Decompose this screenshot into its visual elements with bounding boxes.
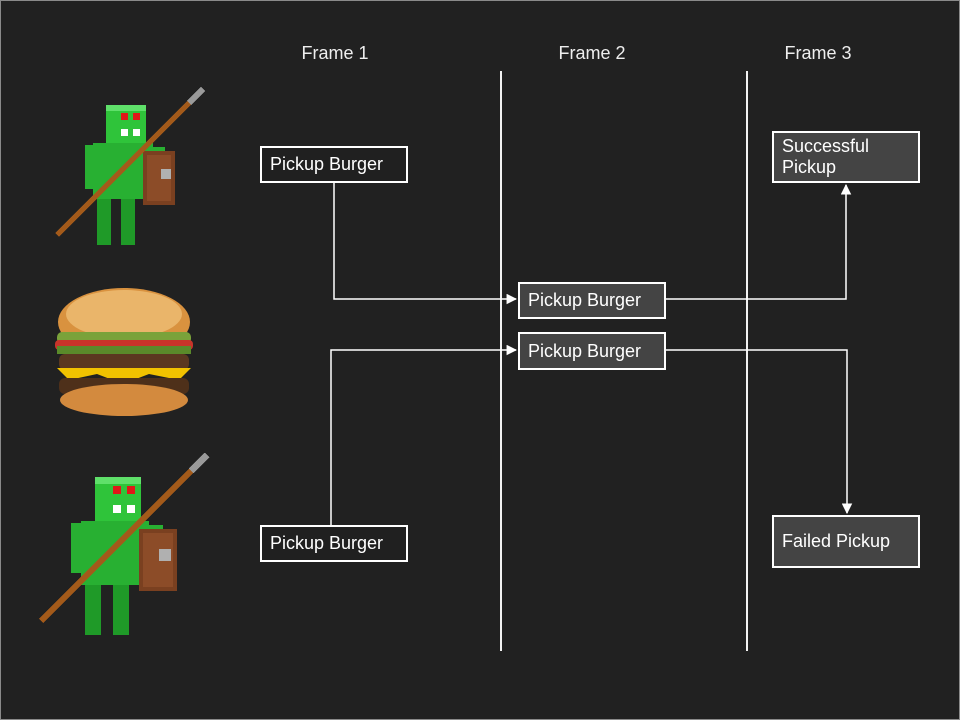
orc-spearman-icon [55, 86, 206, 245]
arrow-frame1-bottom-to-frame2-bottom [330, 344, 518, 525]
box-label: Failed Pickup [782, 531, 891, 551]
box-label: Pickup Burger [528, 290, 642, 310]
frame2-pickup-burger-box-bottom: Pickup Burger [518, 332, 666, 370]
frame2-pickup-burger-box-top: Pickup Burger [518, 282, 666, 319]
arrow-frame2-top-to-success [666, 183, 852, 300]
frame-2-label: Frame 2 [558, 43, 626, 63]
arrow-frame2-bottom-to-fail [666, 349, 853, 515]
orc-spearman-icon [38, 453, 210, 635]
burger-icon [55, 288, 193, 416]
box-label: Pickup Burger [270, 533, 384, 553]
frame-3-label: Frame 3 [784, 43, 852, 63]
frame-1-label: Frame 1 [301, 43, 369, 63]
frame3-failed-pickup-box: Failed Pickup [772, 515, 920, 568]
arrow-frame1-top-to-frame2-top [333, 183, 518, 305]
frame3-successful-pickup-box: Successful Pickup [772, 131, 920, 183]
box-label: Successful Pickup [782, 136, 870, 177]
box-label: Pickup Burger [528, 340, 642, 361]
frame-divider-1 [500, 71, 502, 651]
frame1-pickup-burger-box-bottom: Pickup Burger [260, 525, 408, 562]
box-label: Pickup Burger [270, 154, 384, 174]
frame-divider-2 [746, 71, 748, 651]
frame1-pickup-burger-box-top: Pickup Burger [260, 146, 408, 183]
